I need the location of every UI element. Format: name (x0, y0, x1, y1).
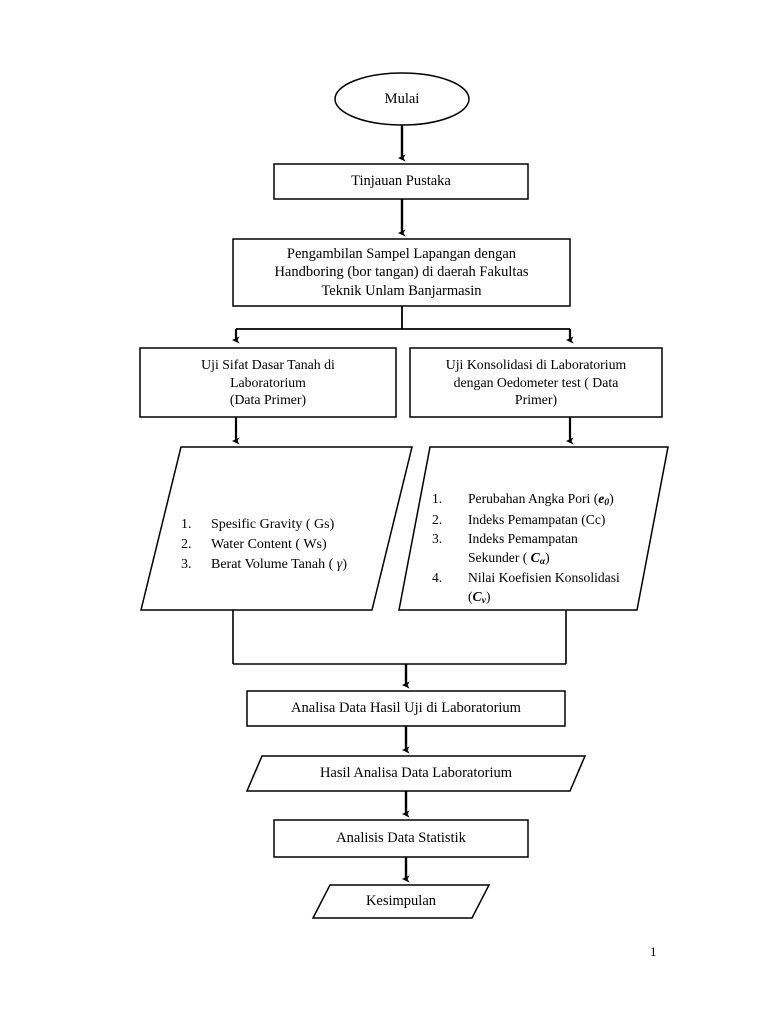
shape-kesimpulan (311, 884, 491, 919)
shape-uji-sifat-dasar (139, 347, 397, 418)
shape-hasil-konsolidasi (398, 446, 669, 611)
shape-analisa-data-hasil-uji (246, 690, 566, 727)
shape-hasil-sifat-dasar (140, 446, 413, 611)
shape-pengambilan-sampel (232, 238, 571, 307)
shape-hasil-analisa-data (245, 755, 587, 792)
connector-split-pengambilan (231, 306, 574, 344)
connector-merge-to-analisa (232, 610, 567, 689)
shape-tinjauan-pustaka (273, 163, 529, 200)
shape-analisis-data-statistik (273, 819, 529, 858)
shape-start-mulai (334, 72, 470, 126)
page-number: 1 (650, 944, 657, 959)
shape-uji-konsolidasi (409, 347, 663, 418)
